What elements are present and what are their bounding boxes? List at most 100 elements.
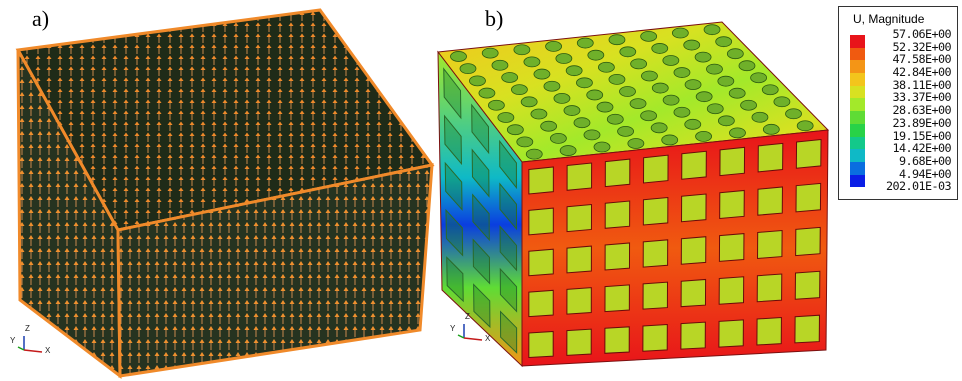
top-hole — [630, 58, 648, 70]
axis-y-label: Y — [450, 324, 456, 333]
front-opening — [642, 323, 668, 352]
legend-swatch — [850, 47, 865, 61]
top-hole — [728, 87, 746, 99]
top-hole — [684, 118, 702, 130]
axis-x-label: X — [45, 346, 51, 355]
top-hole — [619, 86, 636, 97]
axis-triad-a: Z Y X — [10, 324, 52, 360]
top-hole — [640, 110, 658, 122]
front-opening — [604, 284, 630, 313]
side-opening — [444, 161, 463, 211]
front-opening — [757, 142, 784, 173]
front-opening — [642, 196, 669, 226]
top-hole — [540, 120, 558, 132]
legend-value: 28.63E+00 — [892, 103, 951, 118]
top-hole — [640, 30, 658, 42]
top-hole — [683, 39, 701, 51]
top-hole — [553, 92, 571, 104]
top-hole — [662, 94, 680, 106]
axis-z-label: Z — [465, 312, 470, 321]
top-hole — [717, 75, 735, 87]
top-hole — [761, 84, 779, 96]
side-opening — [471, 148, 490, 198]
top-hole — [573, 117, 591, 129]
top-hole — [662, 55, 680, 66]
mesh-front-face — [116, 163, 434, 378]
top-hole — [715, 36, 733, 48]
top-hole — [627, 138, 645, 149]
top-hole — [785, 108, 802, 120]
top-hole — [661, 134, 679, 146]
top-hole — [593, 141, 611, 153]
top-hole — [481, 47, 499, 59]
top-hole — [587, 49, 605, 61]
legend-value: 202.01E-03 — [885, 179, 952, 194]
top-hole — [511, 84, 528, 96]
legend-value: 23.89E+00 — [892, 115, 951, 130]
front-opening — [756, 273, 783, 303]
legend-value: 57.06E+00 — [892, 27, 951, 41]
top-hole — [450, 51, 467, 62]
front-opening — [604, 200, 631, 229]
top-hole — [651, 82, 669, 94]
legend-swatch — [850, 123, 865, 137]
top-hole — [586, 89, 604, 101]
front-opening — [757, 229, 783, 259]
top-hole — [706, 63, 723, 75]
legend-value: 14.42E+00 — [892, 141, 951, 156]
side-opening — [471, 103, 490, 155]
top-hole — [796, 120, 814, 132]
front-opening — [566, 328, 592, 356]
top-hole — [773, 96, 791, 108]
lattice-model-b — [437, 21, 830, 368]
top-hole — [506, 124, 524, 136]
top-hole — [491, 59, 509, 71]
side-opening — [499, 310, 518, 354]
front-opening — [566, 204, 593, 233]
legend-swatch — [850, 149, 865, 162]
top-hole — [501, 72, 519, 83]
side-opening — [499, 182, 517, 231]
top-hole — [703, 24, 721, 36]
legend-swatch — [850, 98, 865, 112]
top-hole — [576, 77, 593, 89]
front-opening — [566, 162, 593, 191]
front-opening — [528, 330, 554, 358]
top-hole — [596, 101, 614, 113]
top-hole — [516, 136, 534, 148]
front-opening — [719, 146, 746, 177]
top-hole — [549, 132, 567, 144]
front-opening — [680, 236, 707, 265]
side-opening — [472, 238, 491, 285]
panel-b-label: b) — [485, 6, 504, 31]
top-hole — [576, 37, 594, 49]
mesh-model-a — [15, 8, 435, 380]
front-opening — [756, 317, 782, 346]
top-hole — [751, 111, 769, 123]
top-hole — [651, 43, 669, 54]
legend-swatch — [850, 111, 865, 124]
side-opening — [473, 283, 491, 329]
top-hole — [520, 96, 538, 108]
top-hole — [750, 72, 768, 84]
top-hole — [530, 108, 548, 120]
side-opening — [443, 114, 462, 166]
legend-value: 52.32E+00 — [892, 39, 951, 54]
axis-x-label: X — [485, 334, 491, 343]
front-opening — [642, 281, 669, 310]
front-opening — [718, 319, 744, 348]
top-hole — [555, 53, 573, 64]
legend-swatch — [850, 60, 865, 74]
top-hole — [497, 112, 515, 123]
legend-swatch — [850, 174, 865, 188]
top-hole — [597, 61, 615, 73]
top-hole — [629, 98, 647, 110]
legend-swatch — [850, 35, 865, 48]
top-hole — [641, 70, 658, 82]
side-opening — [499, 267, 518, 313]
front-opening — [680, 321, 706, 350]
top-hole — [606, 113, 624, 125]
top-hole — [617, 125, 634, 137]
